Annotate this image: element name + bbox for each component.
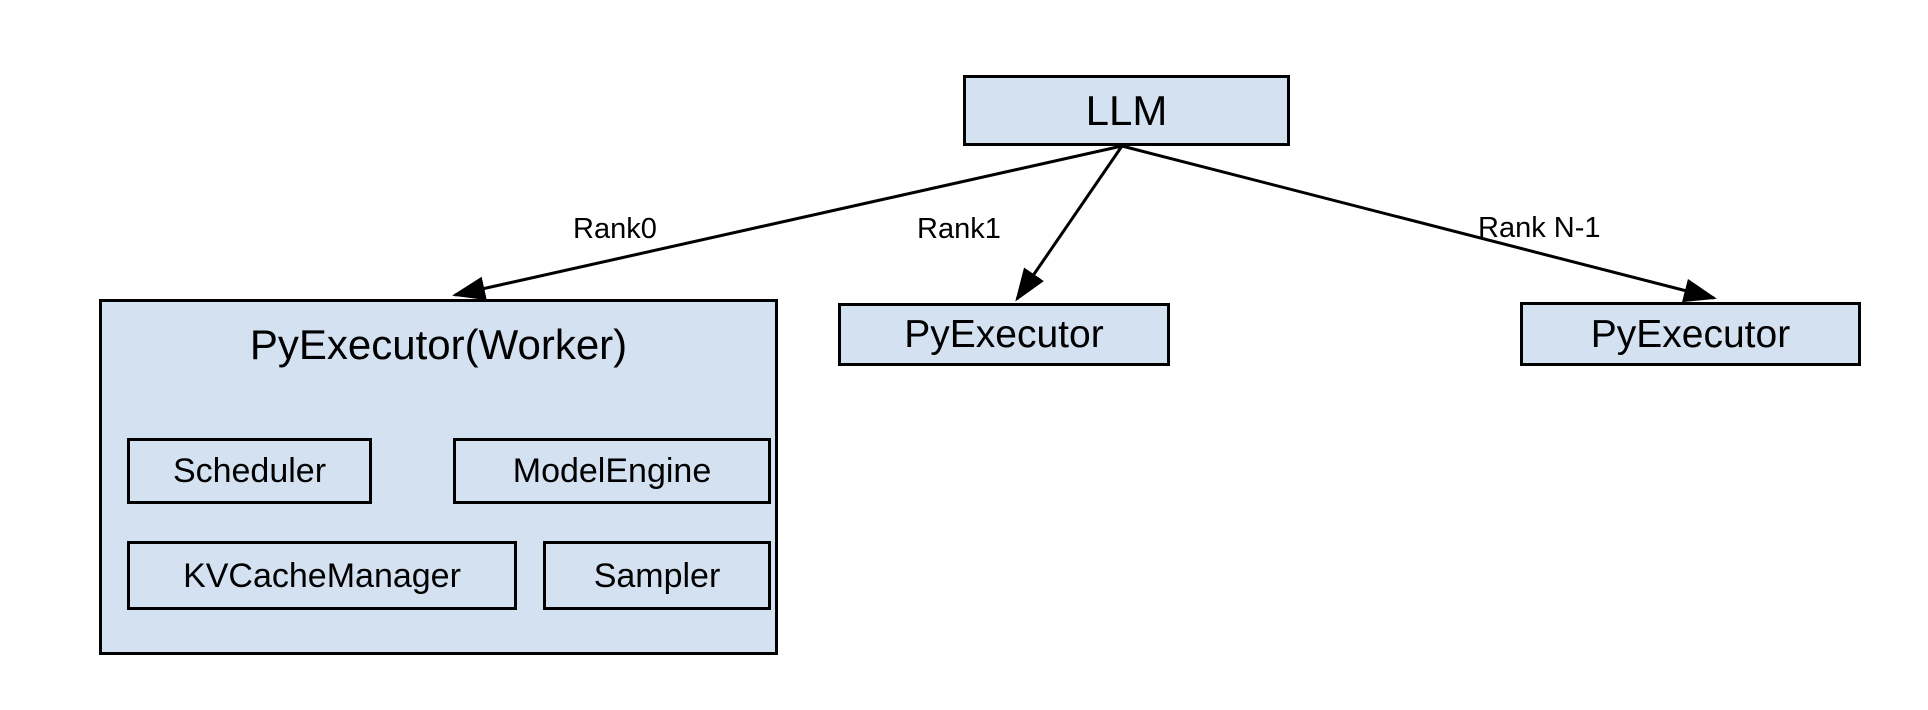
node-llm-label: LLM <box>1085 86 1168 134</box>
edge-rank-n-1 <box>1121 144 1717 303</box>
edge-label-rank1: Rank1 <box>917 213 1001 245</box>
node-llm[interactable]: LLM <box>963 75 1290 146</box>
node-sampler-label: Sampler <box>593 556 721 595</box>
node-pyexecutor-rank1-label: PyExecutor <box>904 313 1104 356</box>
node-model-engine[interactable]: ModelEngine <box>453 438 771 504</box>
node-kv-cache-manager-label: KVCacheManager <box>183 556 461 595</box>
node-sampler[interactable]: Sampler <box>543 541 771 610</box>
edge-rank1 <box>1015 145 1124 302</box>
node-scheduler-label: Scheduler <box>172 452 327 490</box>
node-pyexecutor-rank-n-1-label: PyExecutor <box>1590 312 1791 356</box>
node-pyexecutor-worker-label: PyExecutor(Worker) <box>249 321 628 368</box>
node-scheduler[interactable]: Scheduler <box>127 438 372 504</box>
edge-label-rank0: Rank0 <box>573 213 657 245</box>
edge-rank0 <box>452 144 1123 301</box>
edge-label-rank-n-1: Rank N-1 <box>1478 212 1601 244</box>
node-pyexecutor-rank1[interactable]: PyExecutor <box>838 303 1170 366</box>
node-model-engine-label: ModelEngine <box>512 452 712 490</box>
node-kv-cache-manager[interactable]: KVCacheManager <box>127 541 517 610</box>
node-pyexecutor-worker[interactable]: PyExecutor(Worker) Scheduler ModelEngine… <box>99 299 778 655</box>
node-pyexecutor-rank-n-1[interactable]: PyExecutor <box>1520 302 1861 366</box>
